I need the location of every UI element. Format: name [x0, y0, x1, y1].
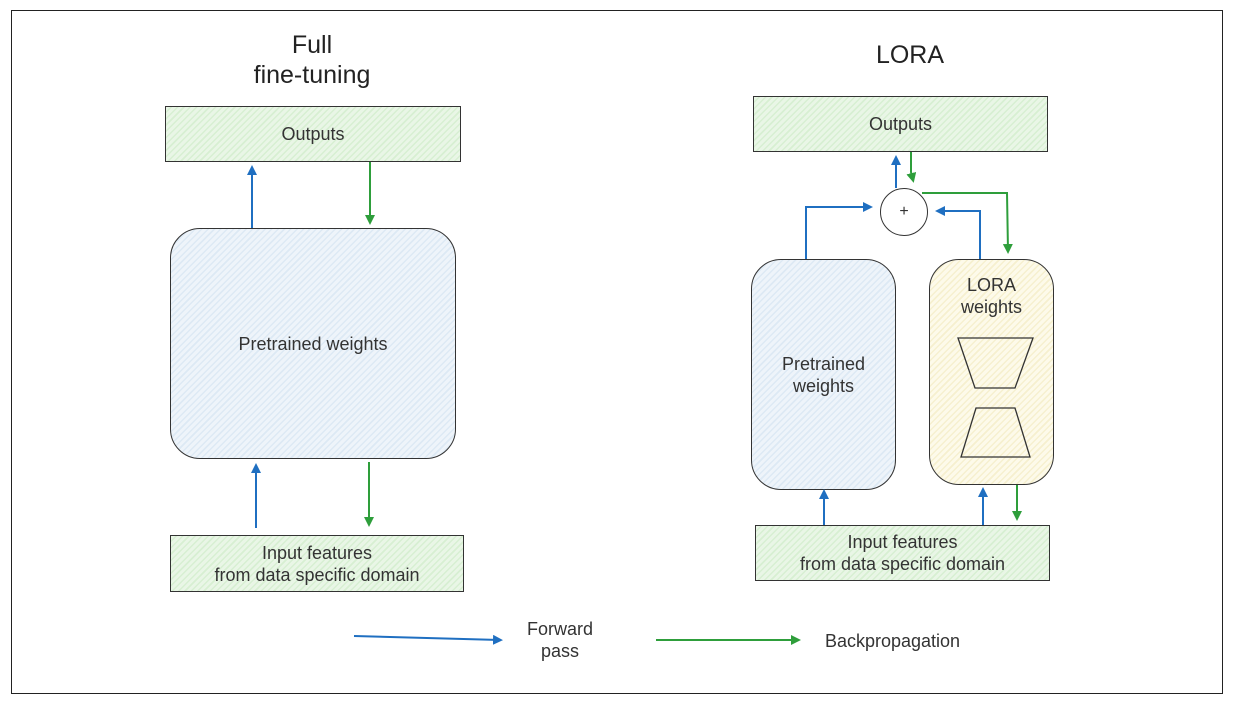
sum-backprop-to-lora-arrow [922, 192, 1013, 254]
sum-node: + [880, 188, 928, 236]
right-pretrained-weights-box: Pretrained weights [751, 259, 896, 490]
plus-sign: + [899, 203, 909, 220]
lora-to-sum-arrow [935, 206, 981, 259]
right-input-features-label: Input features from data specific domain [799, 532, 1006, 574]
lora-title: LORA [875, 41, 945, 69]
legend-backprop-label: Backpropagation [824, 631, 961, 651]
left-input-features-box: Input features from data specific domain [170, 535, 464, 592]
legend-forward-arrow [353, 634, 503, 645]
legend-forward-label: Forward pass [526, 619, 593, 661]
diagram-frame [11, 10, 1223, 694]
left-outputs-box: Outputs [165, 106, 461, 162]
lora-weights-box: LORA weights [929, 259, 1054, 485]
left-outputs-label: Outputs [281, 124, 345, 144]
right-outputs-box: Outputs [753, 96, 1048, 152]
left-input-features-label: Input features from data specific domain [214, 542, 420, 585]
right-input-features-box: Input features from data specific domain [755, 525, 1050, 581]
left-pretrained-weights-label: Pretrained weights [238, 333, 388, 354]
outputs-backprop-to-sum-arrow [906, 152, 917, 183]
lora-up-projection-shape [960, 407, 1031, 458]
lora-down-projection-shape [957, 337, 1034, 389]
full-finetuning-title: Full fine-tuning [253, 31, 371, 89]
left-pretrained-weights-box: Pretrained weights [170, 228, 456, 459]
pretrained-to-sum-arrow [805, 202, 873, 259]
right-outputs-label: Outputs [868, 114, 933, 134]
right-pretrained-weights-label: Pretrained weights [781, 353, 866, 396]
lora-weights-label: LORA weights [960, 275, 1023, 317]
